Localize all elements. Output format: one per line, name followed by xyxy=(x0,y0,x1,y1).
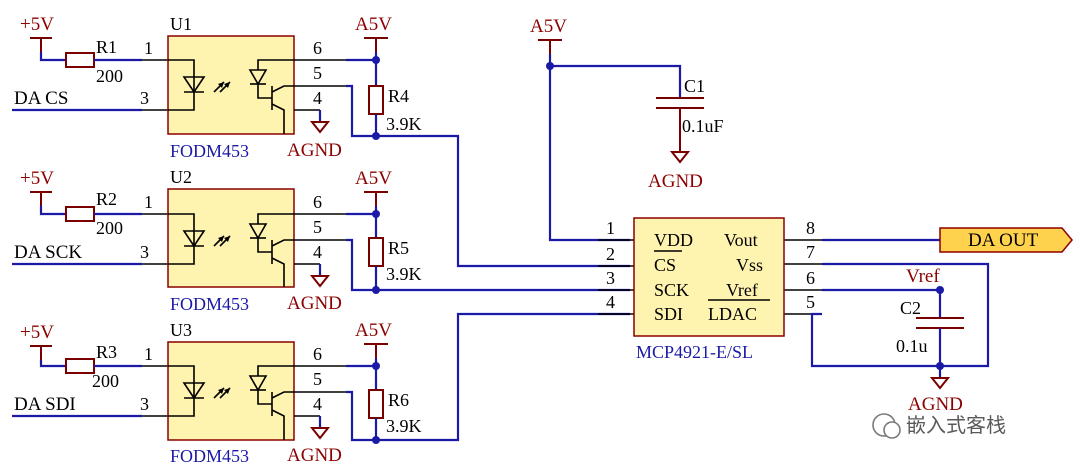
c1-value: 0.1uF xyxy=(682,116,724,136)
dac-part: MCP4921-E/SL xyxy=(636,342,753,362)
r4-ref: R4 xyxy=(388,86,409,106)
dac-pin3-num: 3 xyxy=(606,268,615,288)
dac-pin5-num: 5 xyxy=(806,292,815,312)
r1-ref: R1 xyxy=(96,37,117,57)
dac-pin7-num: 7 xyxy=(806,242,815,262)
u1-pin6: 6 xyxy=(313,38,322,58)
r6-value: 3.9K xyxy=(386,416,422,436)
u2-agnd-label: AGND xyxy=(287,293,342,314)
resistor-r2 xyxy=(65,206,95,222)
net-da-cs: DA CS xyxy=(14,88,68,109)
u3-ref: U3 xyxy=(170,320,192,340)
u3-pin3: 3 xyxy=(140,394,149,414)
p5v-symbol: +5V xyxy=(20,14,54,52)
u2-p5v-label: +5V xyxy=(20,168,54,189)
dac-ic: 1 2 3 4 VDD CS SCK SDI 8 7 6 5 Vout Vss … xyxy=(598,217,822,362)
dac-a5v-label: A5V xyxy=(530,16,567,37)
dac-pin2-name: CS xyxy=(654,255,676,275)
u1-pin1: 1 xyxy=(144,38,153,58)
opto-u3-body xyxy=(167,341,295,441)
resistor-r6 xyxy=(368,389,384,419)
dac-pin7-name: Vss xyxy=(736,255,763,275)
u2-pin3: 3 xyxy=(140,242,149,262)
c1-ref: C1 xyxy=(684,76,705,96)
net-da-sck: DA SCK xyxy=(14,242,82,263)
u2-part: FODM453 xyxy=(170,294,249,314)
resistor-r5 xyxy=(368,237,384,267)
r5-value: 3.9K xyxy=(386,264,422,284)
opto-u1-body xyxy=(167,35,295,135)
net-da-out: DA OUT xyxy=(968,230,1039,251)
dac-pin1-name: VDD xyxy=(654,230,693,250)
u1-pin3: 3 xyxy=(140,88,149,108)
r5-ref: R5 xyxy=(388,238,409,258)
u1-part: FODM453 xyxy=(170,141,249,161)
u1-pin5: 5 xyxy=(313,63,322,83)
u3-p5v-label: +5V xyxy=(20,322,54,343)
c1-agnd-label: AGND xyxy=(648,171,703,192)
r4-value: 3.9K xyxy=(386,114,422,134)
opto-channel-u2: +5V R2 200 DA SCK 1 3 U2 FODM453 6 5 4 xyxy=(12,167,630,314)
watermark: 嵌入式客栈 xyxy=(872,413,1006,439)
c2-value: 0.1u xyxy=(896,336,928,356)
u2-pin6: 6 xyxy=(313,192,322,212)
u1-pin4: 4 xyxy=(313,88,322,108)
r2-ref: R2 xyxy=(96,189,117,209)
resistor-r1 xyxy=(65,52,95,68)
u1-a5v-label: A5V xyxy=(355,14,392,35)
u3-pin6: 6 xyxy=(313,344,322,364)
u2-pin1: 1 xyxy=(144,192,153,212)
u2-ref: U2 xyxy=(170,167,192,187)
resistor-r3 xyxy=(65,358,95,374)
opto-u2-body xyxy=(167,188,295,288)
u3-agnd-label: AGND xyxy=(287,445,342,466)
r6-ref: R6 xyxy=(388,390,409,410)
u3-a5v-label: A5V xyxy=(355,320,392,341)
dac-pin6-name: Vref xyxy=(726,280,758,300)
u3-pin1: 1 xyxy=(144,344,153,364)
u3-pin5: 5 xyxy=(313,369,322,389)
resistor-r4 xyxy=(368,85,384,115)
vref-label: Vref xyxy=(906,266,940,287)
u3-part: FODM453 xyxy=(170,446,249,466)
u3-pin4: 4 xyxy=(313,394,322,414)
u2-a5v-label: A5V xyxy=(355,168,392,189)
opto-channel-u1: +5V R1 200 DA CS 1 3 U1 FODM453 xyxy=(12,14,630,268)
vdd-decoupling: A5V C1 0.1uF AGND xyxy=(530,16,724,242)
net-da-sdi: DA SDI xyxy=(14,394,76,415)
r3-ref: R3 xyxy=(96,342,117,362)
dac-pin4-name: SDI xyxy=(654,304,683,324)
dac-pin3-name: SCK xyxy=(654,280,689,300)
r1-value: 200 xyxy=(96,66,123,86)
da-out-port xyxy=(939,227,1073,253)
dac-pin5-name: LDAC xyxy=(708,304,757,324)
r3-value: 200 xyxy=(92,371,119,391)
dac-pin8-num: 8 xyxy=(806,218,815,238)
dac-pin4-num: 4 xyxy=(606,292,615,312)
r2-value: 200 xyxy=(96,218,123,238)
dac-pin6-num: 6 xyxy=(806,268,815,288)
dac-output-side: DA OUT Vref C2 0.1u AGND xyxy=(810,227,1073,415)
u2-pin5: 5 xyxy=(313,217,322,237)
u1-agnd-label: AGND xyxy=(287,140,342,161)
u2-pin4: 4 xyxy=(313,242,322,262)
dac-pin1-num: 1 xyxy=(606,218,615,238)
watermark-text: 嵌入式客栈 xyxy=(906,413,1006,437)
dac-pin2-num: 2 xyxy=(606,244,615,264)
p5v-label: +5V xyxy=(20,14,54,35)
c2-ref: C2 xyxy=(900,298,921,318)
dac-pin8-name: Vout xyxy=(724,230,758,250)
u1-ref: U1 xyxy=(170,14,192,34)
opto-channel-u3: +5V R3 200 DA SDI 1 3 U3 FODM453 6 5 4 xyxy=(12,312,630,466)
dac-body xyxy=(633,217,785,337)
c2-agnd-label: AGND xyxy=(908,394,963,415)
